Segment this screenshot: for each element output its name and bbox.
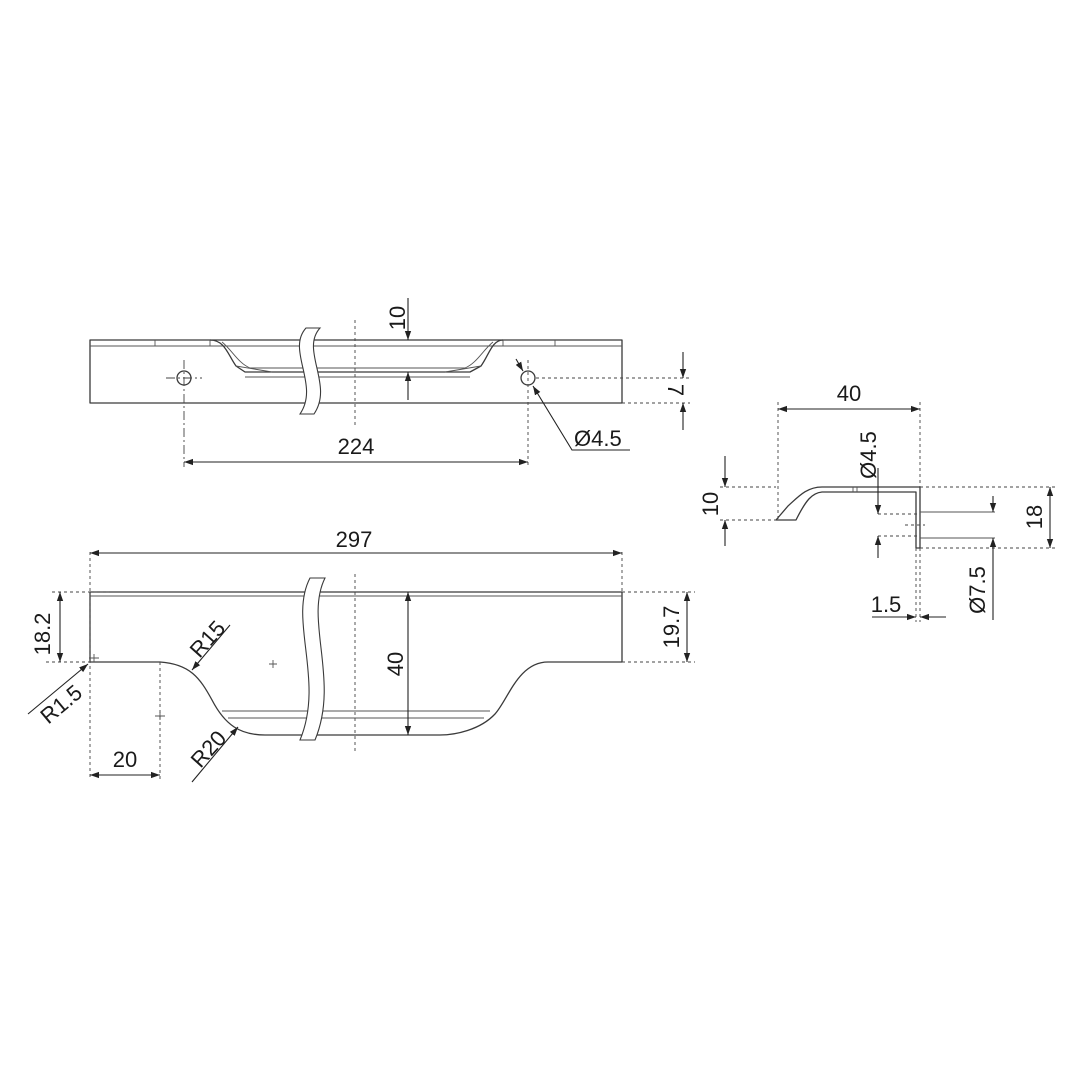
dim-side-40: 40: [837, 381, 861, 406]
dim-side-18: 18: [1022, 505, 1047, 529]
dim-19-7: 19.7: [659, 606, 684, 649]
front-view-outline: [89, 591, 623, 736]
front-view: 297 18.2 19.7 40 R1.5 R15 R20 20: [27, 527, 695, 783]
break-symbol-front: [299, 577, 326, 741]
side-view-profile: [775, 486, 921, 549]
dim-297: 297: [336, 527, 373, 552]
dim-r1-5: R1.5: [35, 680, 87, 729]
top-view-recess: [209, 339, 504, 373]
dim-r20: R20: [186, 726, 232, 773]
dim-224: 224: [338, 434, 375, 459]
dim-top-7: 7: [663, 384, 688, 396]
dim-side-10: 10: [698, 492, 723, 516]
dim-r15: R15: [185, 616, 231, 663]
dim-side-1-5: 1.5: [871, 592, 902, 617]
dim-20: 20: [113, 747, 137, 772]
dim-top-hole: Ø4.5: [574, 426, 622, 451]
top-view: 10 7 224 Ø4.5: [89, 298, 690, 467]
break-symbol-top: [298, 327, 322, 415]
side-view: 40 Ø4.5 10 18 Ø7.5 1.5: [698, 381, 1057, 622]
dim-front-40: 40: [383, 652, 408, 676]
dim-top-10: 10: [385, 306, 410, 330]
dim-side-counterbore: Ø7.5: [965, 566, 990, 614]
dim-side-hole: Ø4.5: [856, 431, 881, 479]
dim-18-2: 18.2: [30, 613, 55, 656]
